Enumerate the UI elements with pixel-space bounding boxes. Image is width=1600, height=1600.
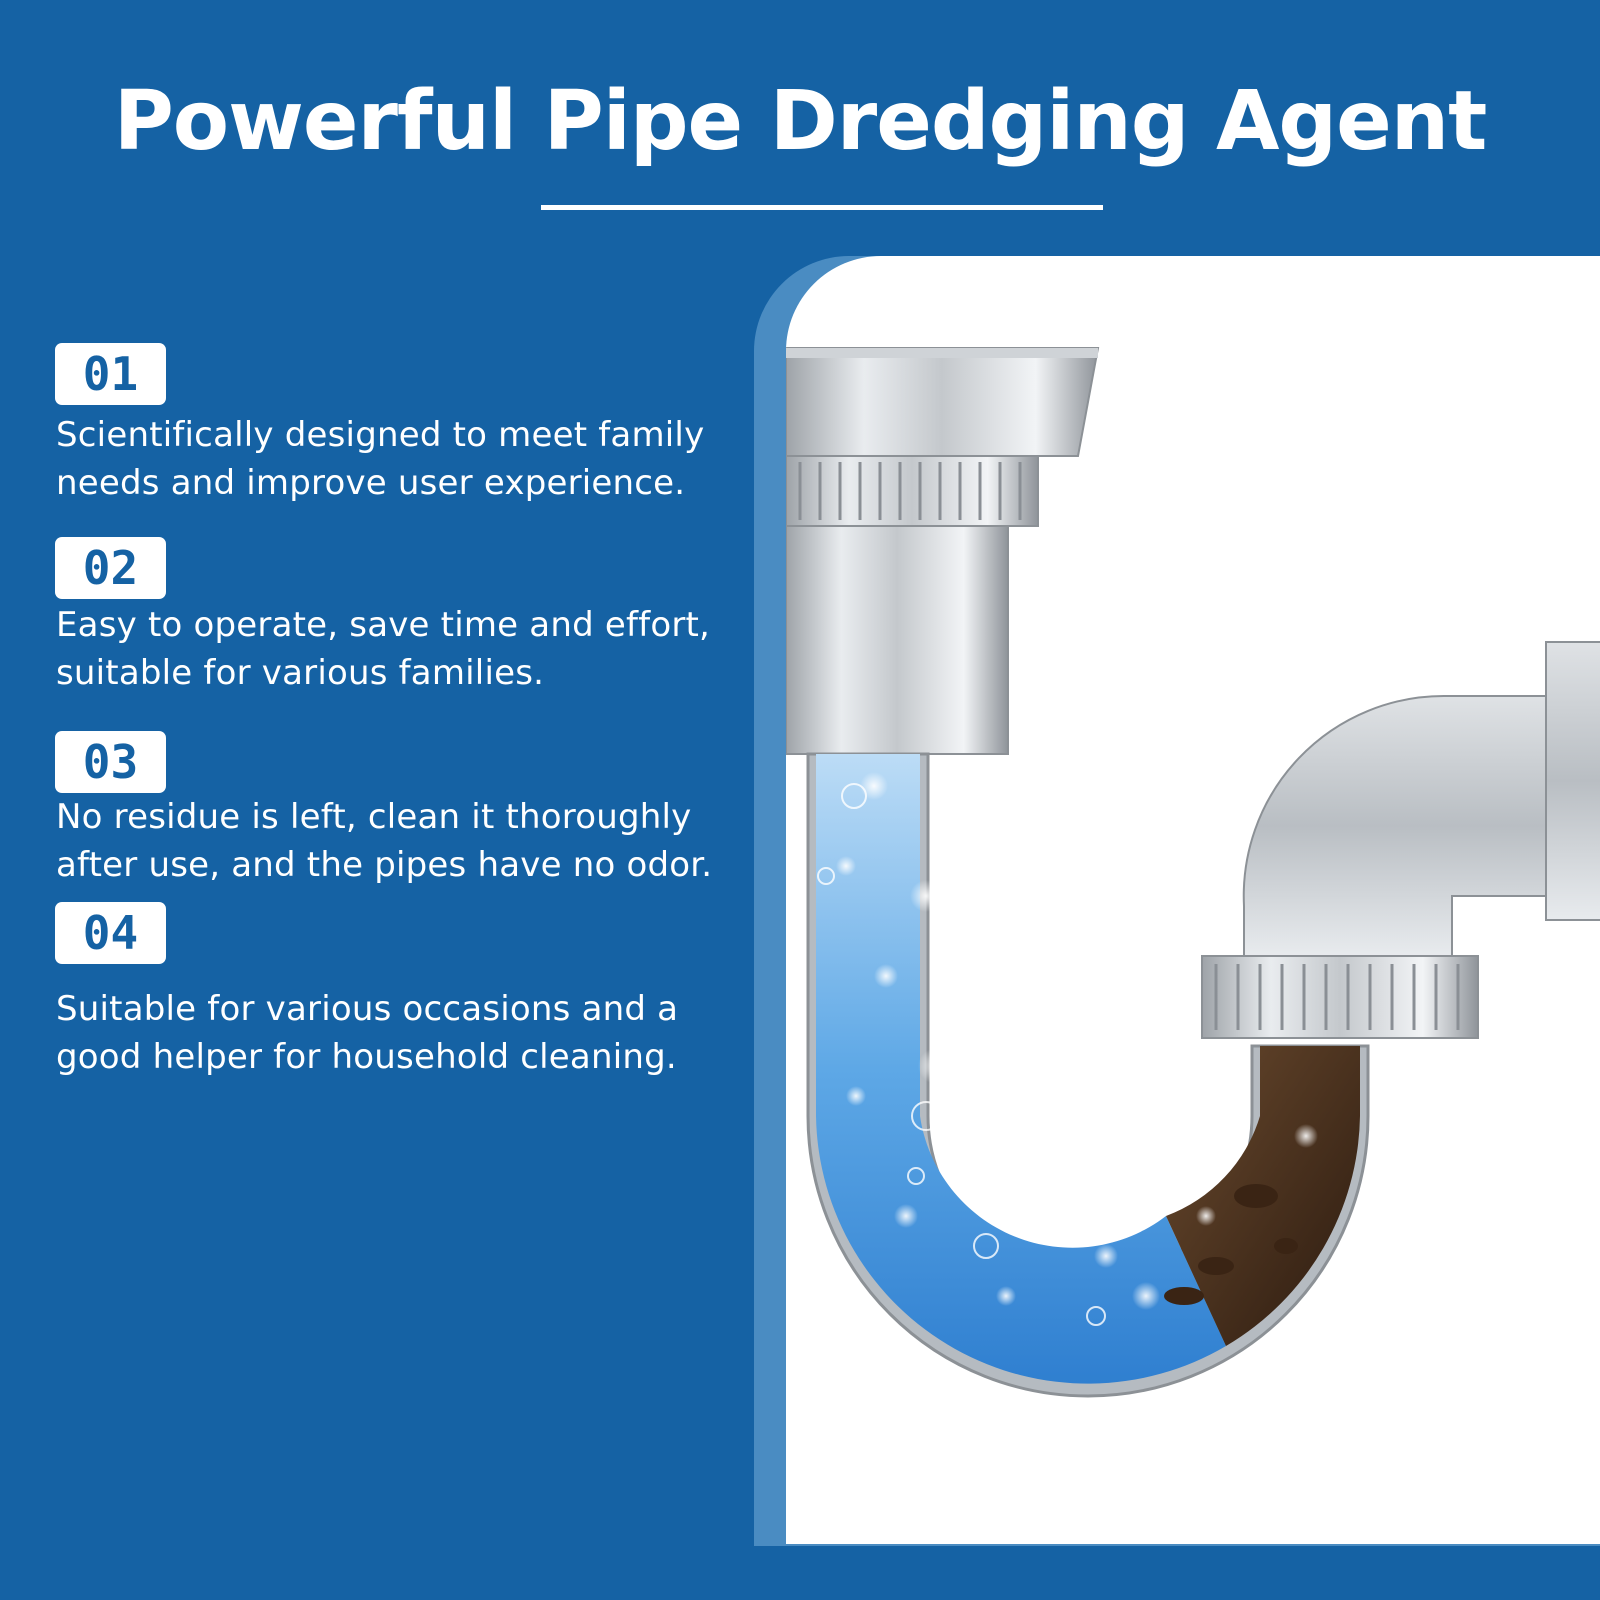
feature-number-badge: 03: [55, 731, 166, 793]
feature-description: Easy to operate, save time and effort, s…: [56, 605, 711, 693]
page-title: Powerful Pipe Dredging Agent: [113, 74, 1488, 169]
drain-pipe-illustration: [786, 347, 1600, 1398]
feature-number-badge: 01: [55, 343, 166, 405]
title-underline: [541, 205, 1103, 210]
feature-number-badge: 02: [55, 537, 166, 599]
illustration-panel: [786, 256, 1600, 1544]
feature-list: 01 Scientifically designed to meet famil…: [0, 0, 740, 1600]
feature-description: Suitable for various occasions and a goo…: [56, 989, 679, 1077]
feature-number-badge: 04: [55, 902, 166, 964]
feature-description: Scientifically designed to meet family n…: [56, 415, 705, 503]
feature-description: No residue is left, clean it thoroughly …: [56, 797, 713, 885]
